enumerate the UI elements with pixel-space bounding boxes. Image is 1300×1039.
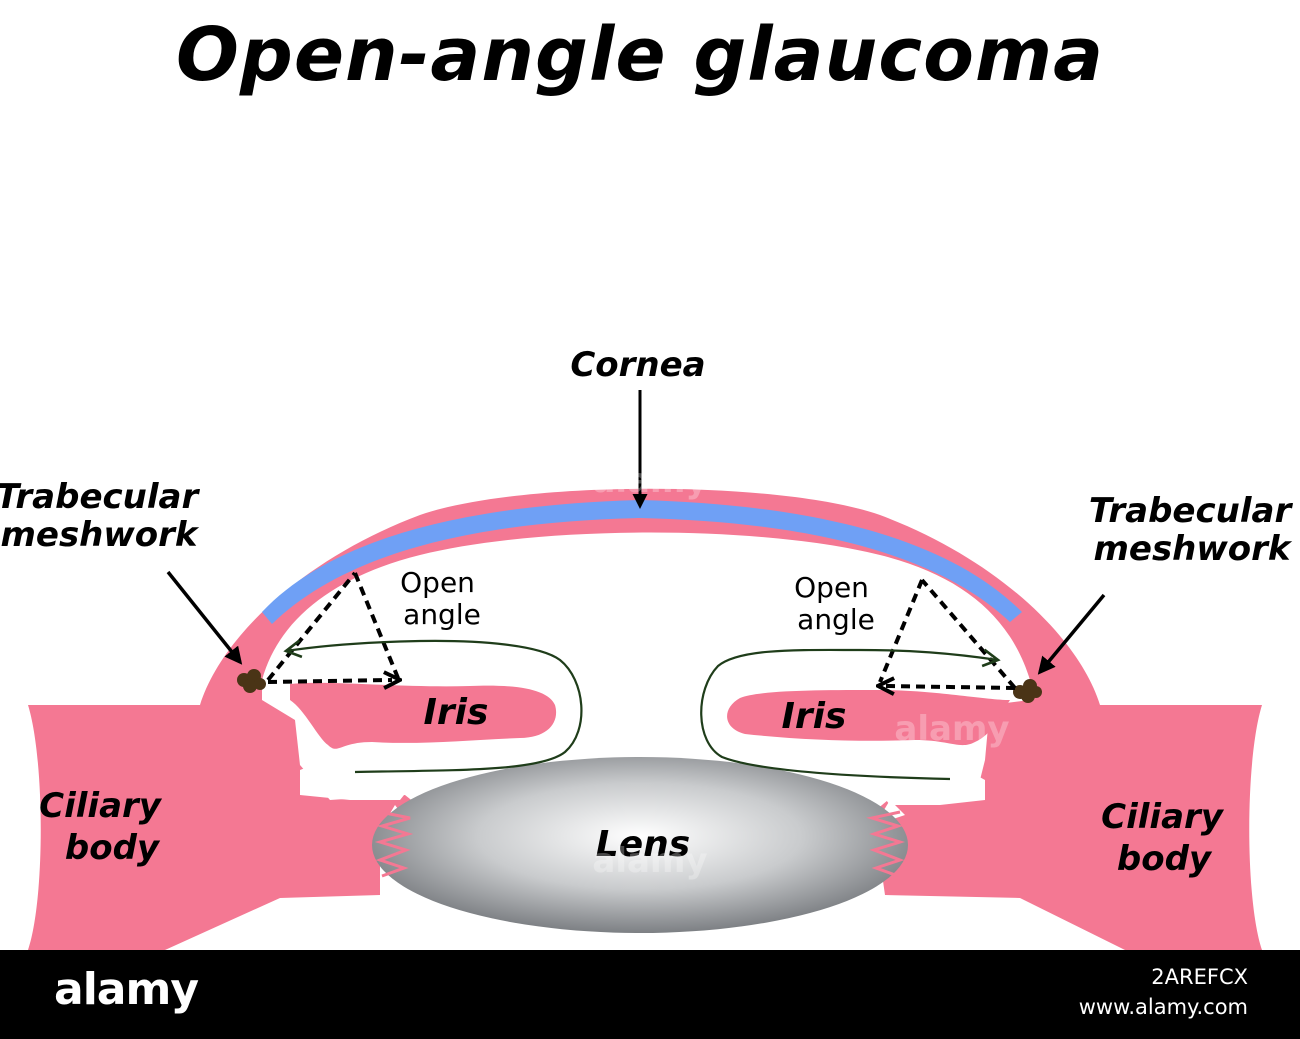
zonule-left (374, 810, 414, 878)
open-angle-label-right-line1: Open (794, 571, 869, 604)
watermark-middle: alamy (894, 709, 1009, 749)
trabecular-pointer-arrow-right (1037, 593, 1106, 675)
cornea-layer (262, 500, 1022, 624)
trabecular-meshwork-right (1013, 679, 1042, 703)
trabecular-label-left-line1: Trabecular (0, 477, 200, 517)
open-angle-label-right: Open angle (794, 571, 878, 636)
watermark-bottom: alamy (592, 841, 707, 881)
trabecular-pointer-arrow-left (166, 570, 243, 665)
trabecular-meshwork-left (237, 669, 266, 693)
lens (372, 757, 908, 933)
open-angle-triangle-left (266, 571, 398, 682)
trabecular-label-left-line2: meshwork (0, 515, 199, 555)
iris-label-right: Iris (782, 696, 847, 737)
open-angle-label-left-line1: Open (400, 566, 475, 599)
open-angle-triangle-right (880, 578, 1017, 688)
posterior-chamber-left (300, 748, 560, 800)
open-angle-label-left-line2: angle (403, 598, 481, 631)
ciliary-label-left-line2: body (65, 828, 161, 868)
image-id: 2AREFCX (1151, 965, 1248, 989)
trabecular-label-right-line1: Trabecular (1089, 491, 1294, 531)
site-link[interactable]: www.alamy.com (1078, 995, 1248, 1019)
trabecular-label-left: Trabecular meshwork (0, 477, 210, 555)
posterior-chamber-right (740, 751, 985, 805)
aqueous-flow-arrow-right (700, 648, 1001, 781)
open-angle-label-right-line2: angle (797, 603, 875, 636)
trabecular-label-right-line2: meshwork (1093, 529, 1292, 569)
iris-label-left: Iris (424, 692, 489, 733)
footer-meta: 2AREFCX www.alamy.com (1079, 962, 1248, 1022)
footer-bar: alamy 2AREFCX www.alamy.com (0, 950, 1300, 1039)
aqueous-flow-arrow-left (283, 639, 583, 774)
iris-right (727, 690, 1010, 746)
watermark-top: alamy (592, 461, 707, 501)
ciliary-label-right-line2: body (1117, 839, 1213, 879)
anterior-chamber (262, 532, 1030, 815)
ciliary-label-right: Ciliary body (1101, 797, 1235, 879)
ciliary-label-left-line1: Ciliary (39, 786, 163, 826)
ciliary-label-left: Ciliary body (39, 786, 173, 868)
iris-left (290, 682, 557, 749)
lens-label: Lens (596, 824, 690, 865)
cornea-label: Cornea (570, 345, 705, 385)
trabecular-label-right: Trabecular meshwork (1089, 491, 1300, 569)
zonule-right (866, 810, 906, 878)
footer-brand-logo[interactable]: alamy (54, 964, 199, 1015)
ciliary-label-right-line1: Ciliary (1101, 797, 1225, 837)
open-angle-label-left: Open angle (400, 566, 484, 631)
page-title: Open-angle glaucoma (176, 12, 1104, 98)
